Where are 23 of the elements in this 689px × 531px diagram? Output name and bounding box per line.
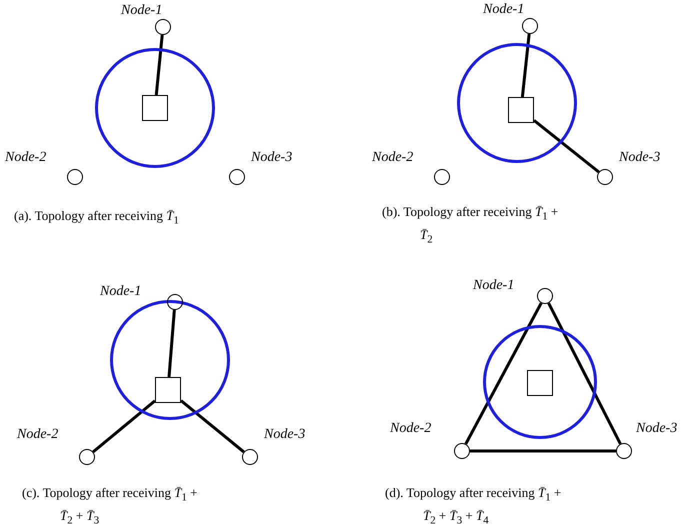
link-line xyxy=(547,302,622,445)
link-line xyxy=(533,119,600,174)
node-label: Node-3 xyxy=(636,421,678,437)
link-line xyxy=(464,302,543,445)
node-label: Node-1 xyxy=(483,2,524,18)
link-line xyxy=(180,399,245,454)
link-line xyxy=(168,310,176,378)
node-label: Node-3 xyxy=(251,150,292,166)
link-line xyxy=(92,400,156,454)
panel-caption: (b). Topology after receiving T̄$_{1}$ + T̄$_{2}$ xyxy=(382,203,560,248)
node-label: Node-2 xyxy=(390,421,432,437)
panel-caption: (d). Topology after receiving T̄$_{1}$ + T̄$_{2}$ + T̄$_{3}$ + T̄$_{4}$ xyxy=(385,484,562,528)
panel-caption: (c). Topology after receiving T̄$_{1}$ + T̄$_{2}$ + T̄$_{3}$ xyxy=(22,484,199,528)
node-label: Node-3 xyxy=(619,150,660,166)
node-label: Node-1 xyxy=(100,284,142,300)
node-label: Node-1 xyxy=(121,3,162,19)
node-label: Node-2 xyxy=(17,427,58,443)
node-label: Node-1 xyxy=(473,278,514,294)
node-label: Node-2 xyxy=(372,150,414,166)
node-label: Node-3 xyxy=(264,427,306,443)
link-line xyxy=(470,450,616,452)
panel-caption: (a). Topology after receiving T̄$_{1}$ xyxy=(14,207,180,229)
node-label: Node-2 xyxy=(5,150,46,166)
